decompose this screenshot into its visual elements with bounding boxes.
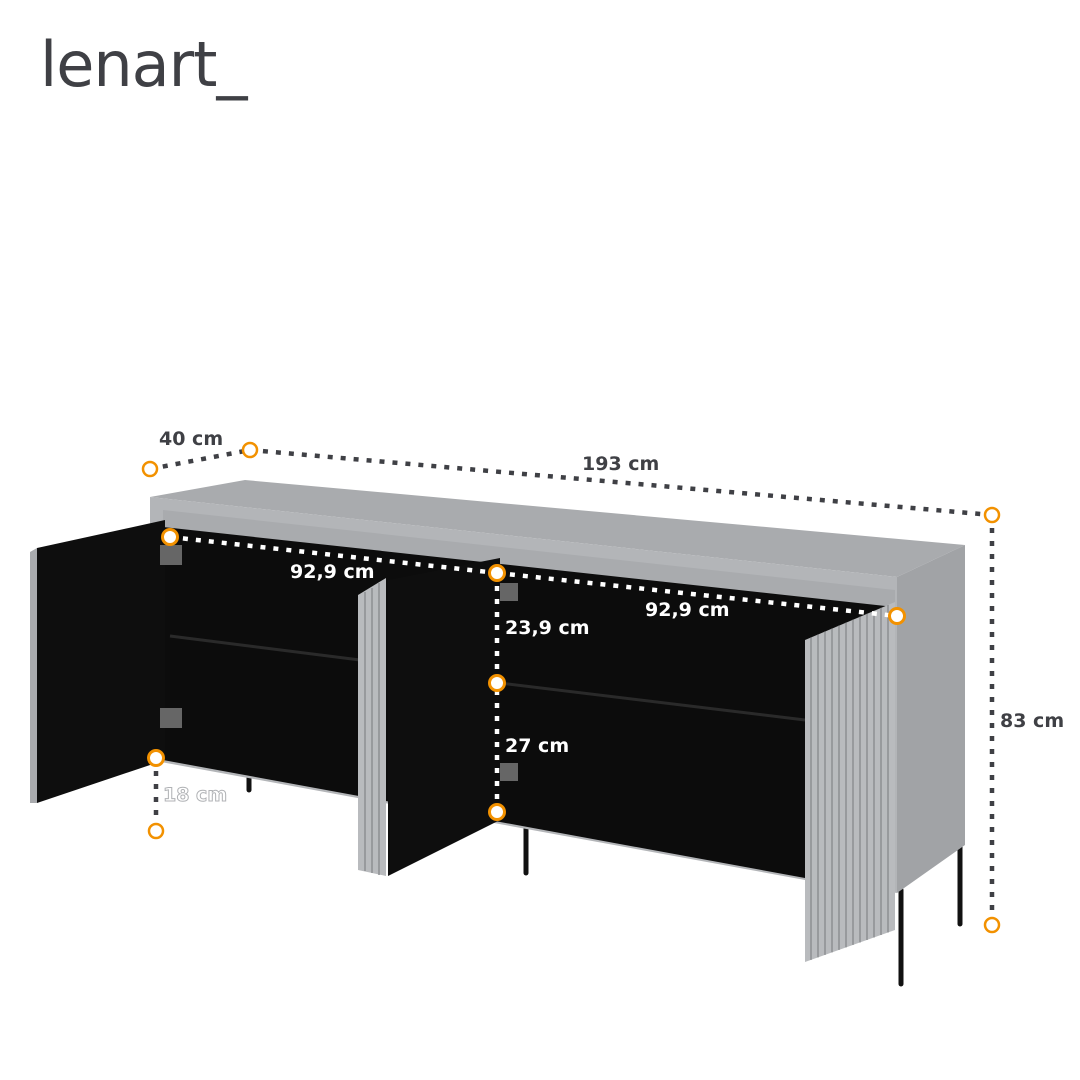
- depth-label: 40 cm: [159, 428, 223, 450]
- compartment-width-right-label: 92,9 cm: [645, 599, 730, 621]
- inner-markers: [147, 528, 906, 821]
- top-surface: [150, 480, 965, 577]
- left-door-edge: [30, 548, 37, 803]
- hinges: [160, 545, 518, 781]
- right-door-fluted: [805, 602, 895, 962]
- compartment-width-left-label: 92,9 cm: [290, 561, 375, 583]
- left-door: [37, 520, 165, 803]
- leg-height-label: 18 cm: [163, 784, 227, 806]
- inner-dimension-lines: [169, 534, 898, 812]
- middle-door: [388, 558, 500, 876]
- outer-dimension-lines: [149, 447, 995, 925]
- side-panel: [897, 545, 965, 893]
- interior: [163, 515, 895, 890]
- lower-shelf-height-label: 27 cm: [505, 735, 569, 757]
- brand-logo: lenart_: [40, 28, 247, 101]
- outer-markers: [141, 441, 1001, 934]
- top-rail: [163, 510, 895, 607]
- shelves: [169, 634, 806, 722]
- height-label: 83 cm: [1000, 710, 1064, 732]
- upper-shelf-height-label: 23,9 cm: [505, 617, 590, 639]
- width-label: 193 cm: [582, 453, 659, 475]
